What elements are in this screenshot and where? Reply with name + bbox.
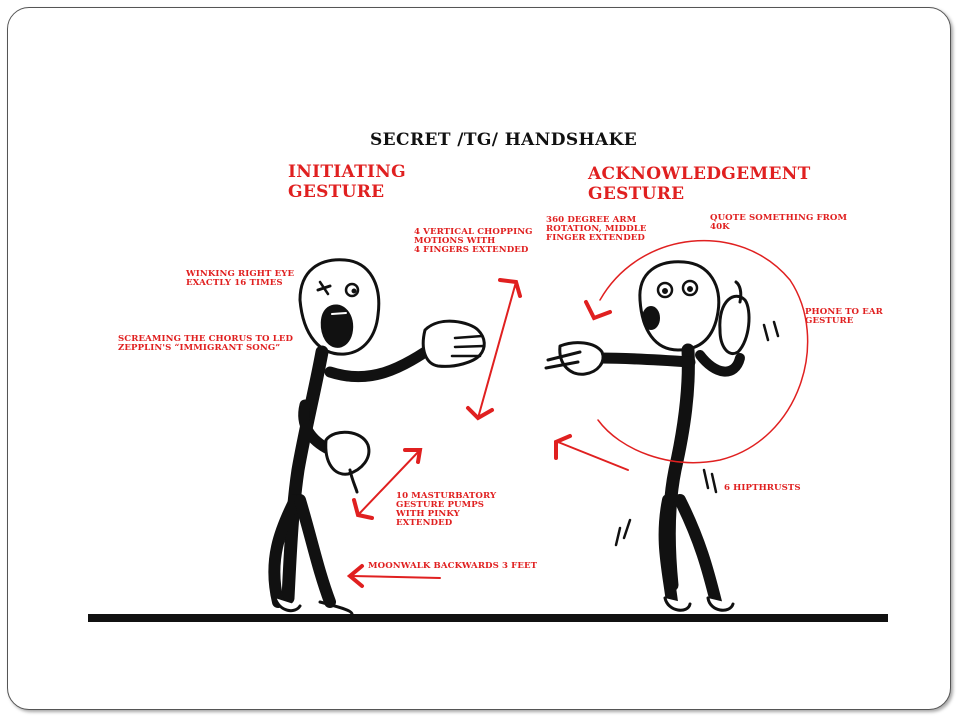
- page-title: SECRET /TG/ HANDSHAKE: [370, 130, 638, 150]
- initiating-heading: INITIATING GESTURE: [288, 162, 406, 203]
- quote-label: QUOTE SOMETHING FROM 40K: [710, 213, 848, 233]
- rotation-arrow: [597, 240, 809, 464]
- screaming-label: SCREAMING THE CHORUS TO LED ZEPPLIN'S “I…: [118, 334, 294, 354]
- slide-frame: [7, 7, 951, 710]
- chopping-label: 4 VERTICAL CHOPPING MOTIONS WITH 4 FINGE…: [414, 227, 533, 256]
- acknowledgement-figure: [544, 260, 780, 612]
- hipthrusts-label: 6 HIPTHRUSTS: [724, 483, 801, 493]
- moonwalk-label: MOONWALK BACKWARDS 3 FEET: [368, 561, 538, 571]
- pumps-arrow: [357, 449, 421, 516]
- pumps-label: 10 MASTURBATORY GESTURE PUMPS WITH PINKY…: [396, 491, 497, 529]
- moonwalk-arrow: [351, 575, 441, 579]
- ground-line: [88, 614, 888, 622]
- chopping-arrow: [477, 281, 517, 419]
- acknowledgement-heading: ACKNOWLEDGEMENT GESTURE: [588, 164, 811, 205]
- phone-label: PHONE TO EAR GESTURE: [805, 307, 883, 327]
- initiating-figure: [268, 258, 486, 616]
- arm-rotation-label: 360 DEGREE ARM ROTATION, MIDDLE FINGER E…: [546, 215, 647, 244]
- winking-label: WINKING RIGHT EYE EXACTLY 16 TIMES: [186, 269, 295, 289]
- hipthrust-arrow: [557, 441, 629, 471]
- annotation-arrows: [346, 240, 809, 588]
